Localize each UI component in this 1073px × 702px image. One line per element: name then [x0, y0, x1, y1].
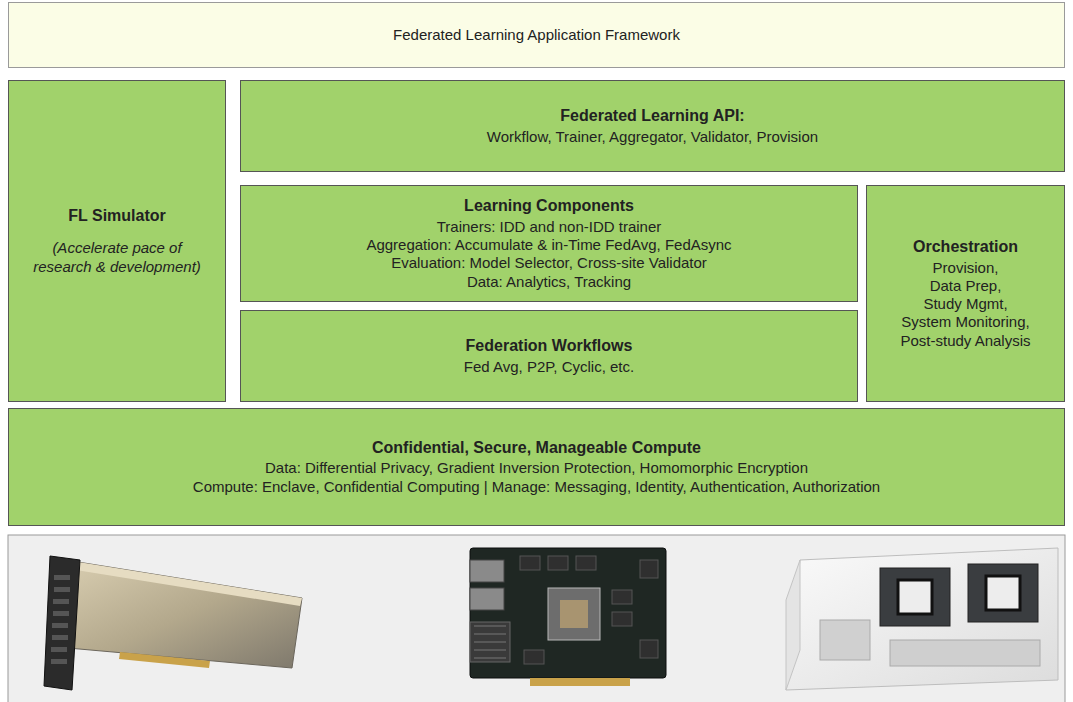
- layer-box: Federated Learning API: Workflow, Trainer…: [240, 80, 1065, 172]
- box-text: System Monitoring,: [901, 313, 1029, 331]
- chip: [640, 560, 658, 578]
- chassis-body: [786, 548, 1058, 690]
- memory-chips: [520, 556, 658, 664]
- port: [470, 588, 504, 610]
- gpu-body: [68, 562, 302, 668]
- box-text: Compute: Enclave, Confidential Computing…: [193, 478, 880, 496]
- hardware-band: [8, 535, 1065, 702]
- board: [968, 564, 1038, 622]
- box-text: Workflow, Trainer, Aggregator, Validator…: [487, 128, 818, 146]
- box-heading: FL Simulator: [68, 206, 166, 226]
- gpu-edge: [76, 562, 302, 606]
- gpu-card: [44, 556, 302, 690]
- board: [880, 568, 950, 626]
- box-text: Data: Analytics, Tracking: [467, 273, 631, 291]
- chassis-front: [786, 560, 800, 690]
- box-text: Federated Learning Application Framework: [393, 26, 680, 44]
- chip: [524, 650, 544, 664]
- vent: [53, 599, 69, 604]
- processor: [986, 576, 1020, 610]
- vent: [51, 647, 67, 652]
- box-heading: Federated Learning API:: [560, 106, 744, 126]
- vent: [53, 611, 69, 616]
- chip: [520, 556, 540, 570]
- port: [470, 560, 504, 582]
- vent: [51, 659, 67, 664]
- vent: [52, 635, 68, 640]
- box-text: (Accelerate pace of research & developme…: [31, 239, 203, 276]
- box-text: Post-study Analysis: [900, 332, 1030, 350]
- processor: [898, 580, 932, 614]
- chip: [640, 640, 658, 658]
- vent: [54, 575, 70, 580]
- chip: [548, 556, 568, 570]
- fin: [474, 626, 506, 627]
- fin: [474, 650, 506, 651]
- soc-package: [548, 588, 600, 640]
- layer-box: Federation WorkflowsFed Avg, P2P, Cyclic…: [240, 310, 858, 402]
- framework-band: Federated Learning Application Framework: [8, 2, 1065, 68]
- layer-box: OrchestrationProvision,Data Prep,Study M…: [866, 185, 1065, 402]
- box-heading: Federation Workflows: [466, 336, 633, 356]
- vent: [52, 623, 68, 628]
- fin: [474, 642, 506, 643]
- gpu-bracket: [44, 556, 80, 690]
- dpu-pcb: [470, 548, 666, 678]
- gpu-vents: [51, 575, 70, 664]
- chip: [612, 590, 632, 604]
- chip: [612, 612, 632, 626]
- soc-die: [560, 600, 588, 628]
- box-text: Evaluation: Model Selector, Cross-site V…: [391, 254, 707, 272]
- vent: [54, 587, 70, 592]
- box-text: Trainers: IDD and non-IDD trainer: [437, 218, 662, 236]
- tray: [890, 640, 1040, 666]
- layer-box: Learning ComponentsTrainers: IDD and non…: [240, 185, 858, 302]
- box-text: Provision,: [933, 259, 999, 277]
- box-text: Data: Differential Privacy, Gradient Inv…: [265, 459, 808, 477]
- drive-bay: [820, 620, 870, 660]
- box-heading: Confidential, Secure, Manageable Compute: [372, 438, 701, 458]
- chip: [576, 556, 596, 570]
- fin: [474, 658, 506, 659]
- box-text: Fed Avg, P2P, Cyclic, etc.: [464, 358, 634, 376]
- layer-box: FL Simulator (Accelerate pace of research…: [8, 80, 226, 402]
- fin: [474, 634, 506, 635]
- gpu-connector: [119, 652, 210, 668]
- heatsink: [470, 622, 510, 662]
- box-heading: Learning Components: [464, 196, 634, 216]
- box-text: Data Prep,: [930, 277, 1002, 295]
- layer-box: Confidential, Secure, Manageable Compute…: [8, 408, 1065, 526]
- box-text: Study Mgmt,: [923, 295, 1007, 313]
- server-chassis: [786, 548, 1058, 690]
- box-text: Aggregation: Accumulate & in-Time FedAvg…: [366, 236, 731, 254]
- dpu-board: [470, 548, 666, 686]
- heatsink-fins: [474, 626, 506, 658]
- edge-connector: [530, 678, 630, 686]
- box-heading: Orchestration: [913, 237, 1018, 257]
